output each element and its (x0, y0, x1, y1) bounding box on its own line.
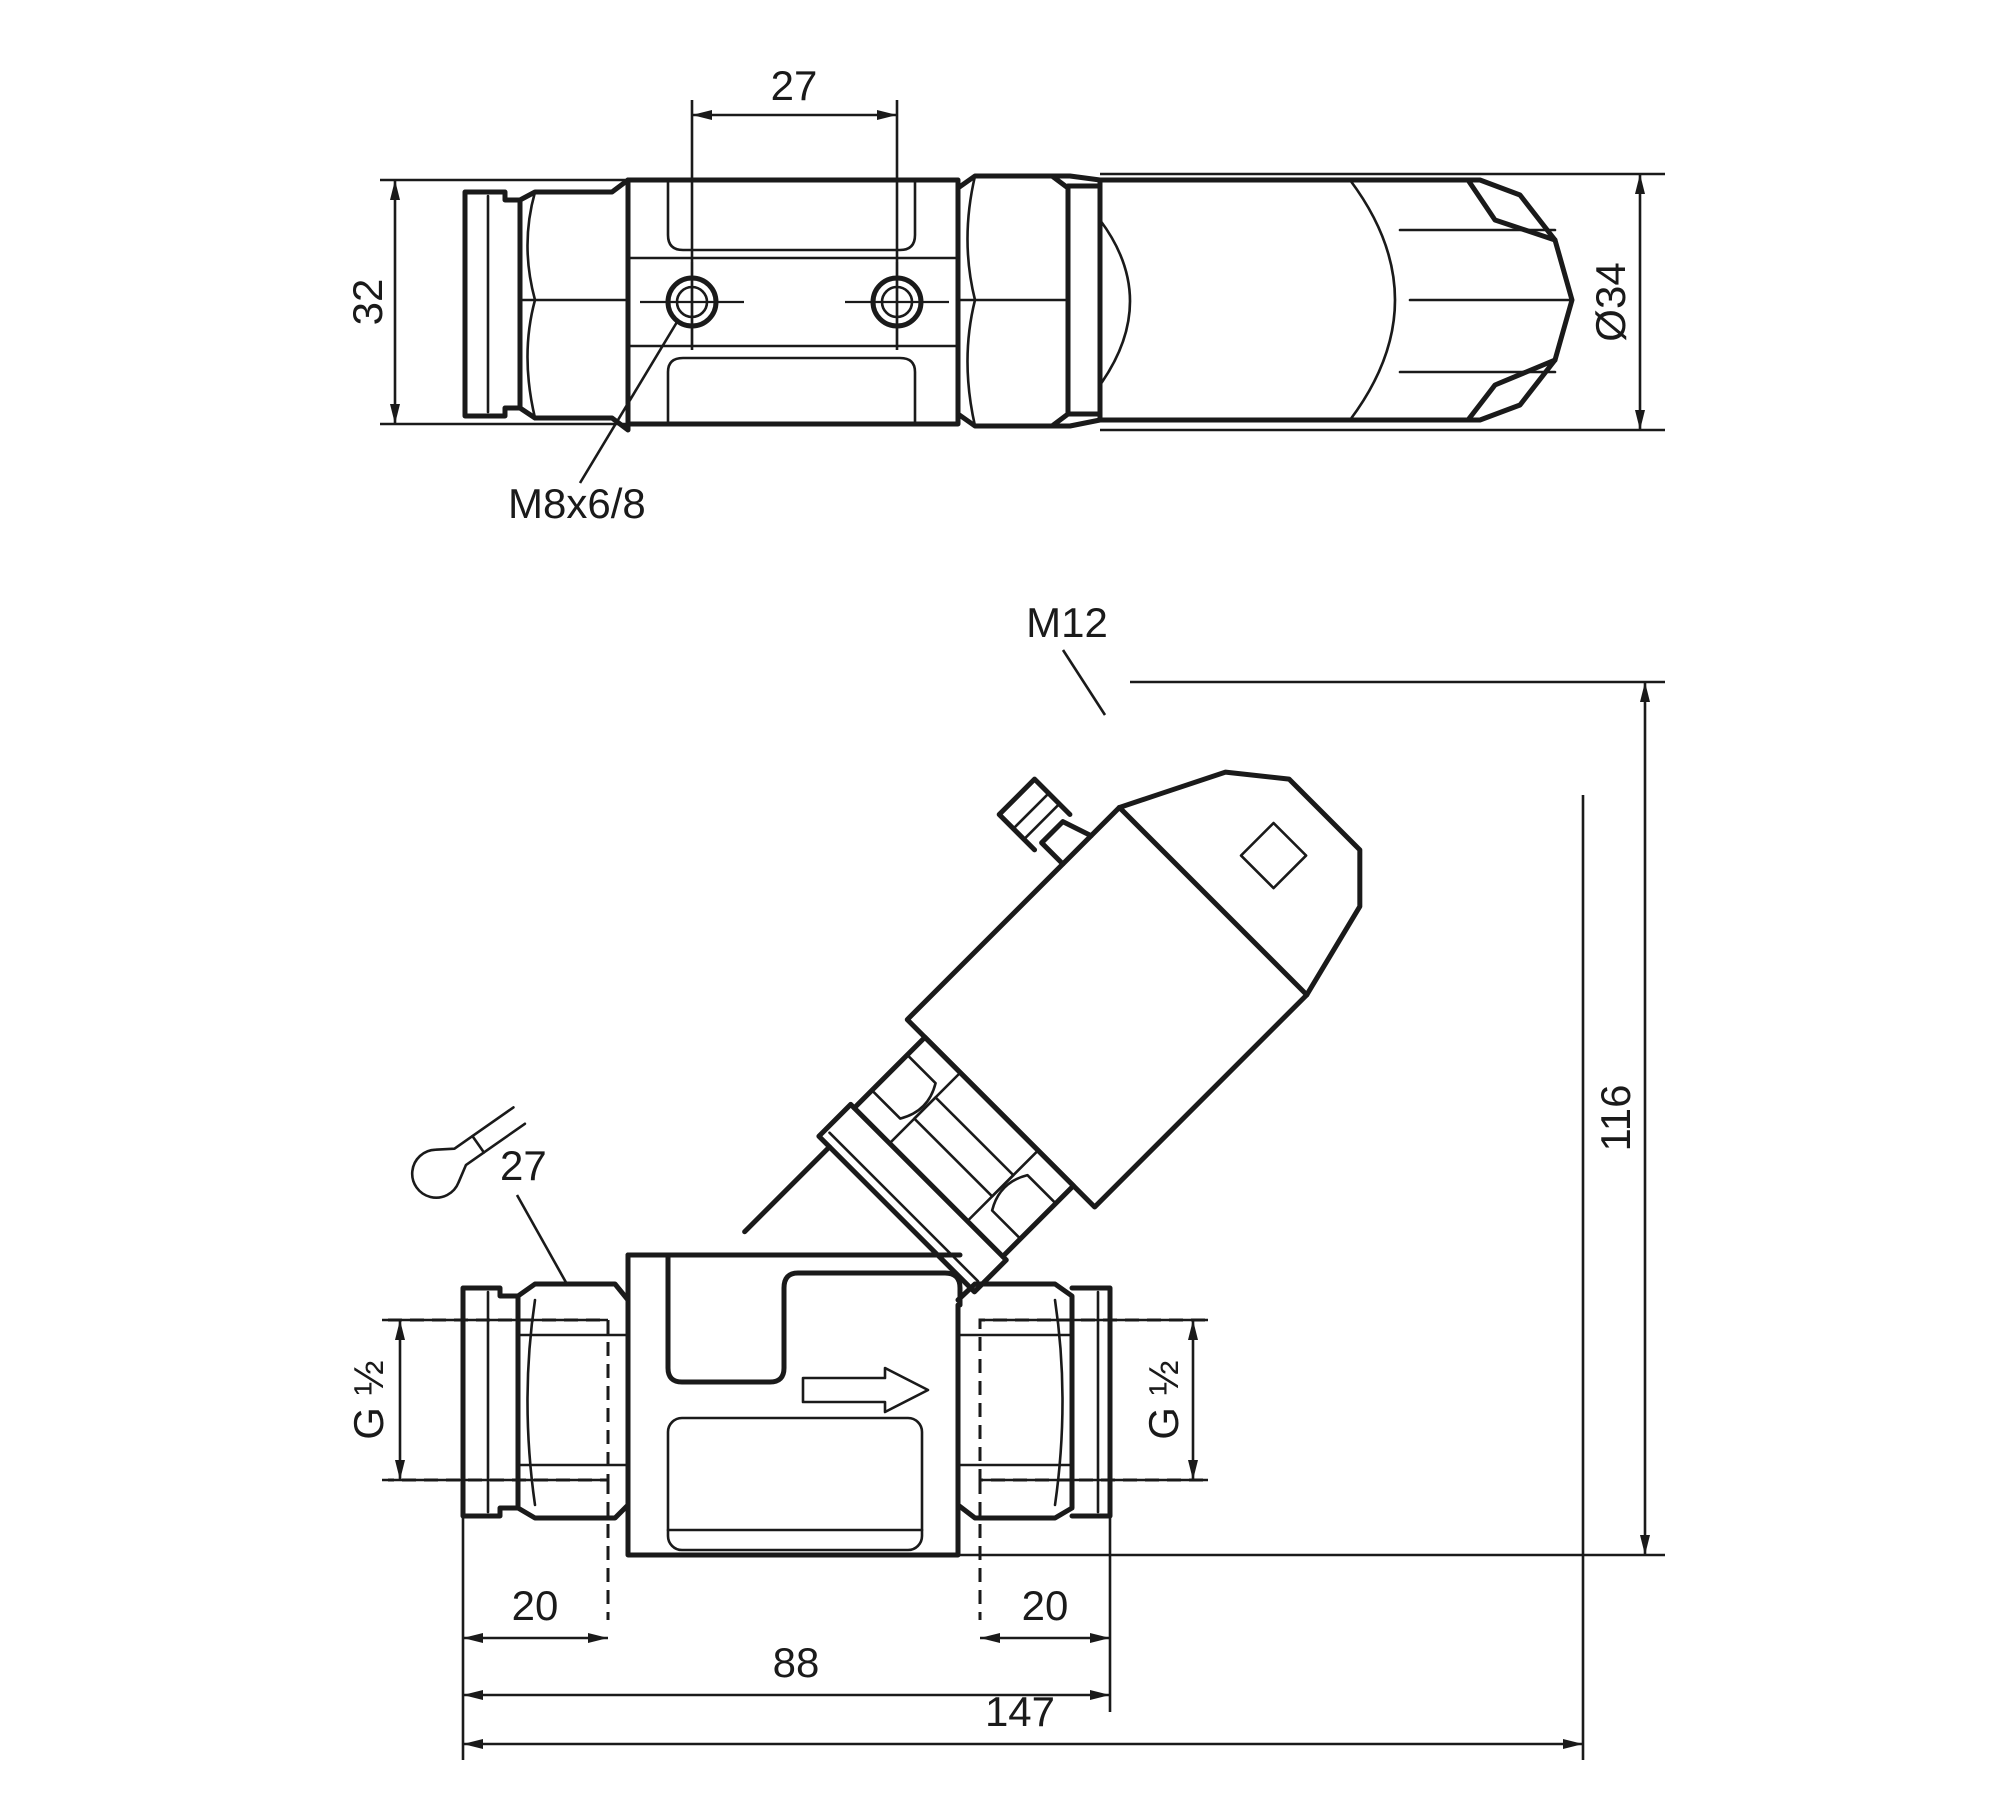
dim-length-body: 88 (773, 1639, 820, 1686)
wrench-icon (410, 1106, 527, 1199)
side-view: 27 M12 G ½ G ½ 20 20 88 147 (345, 599, 1665, 1760)
label-connector: M12 (1026, 599, 1108, 646)
dim-top-diameter: Ø34 (1587, 262, 1634, 341)
top-view: 27 32 Ø34 M8x6/8 (344, 62, 1665, 527)
label-top-thread: M8x6/8 (508, 480, 646, 527)
dim-height-total: 116 (1592, 1085, 1639, 1152)
label-wrench-size: 27 (500, 1142, 547, 1189)
label-thread-right: G ½ (1140, 1360, 1187, 1439)
dim-depth-left: 20 (512, 1582, 559, 1629)
dim-top-height: 32 (344, 279, 391, 326)
flow-arrow-icon (801, 1366, 930, 1414)
dim-depth-right: 20 (1022, 1582, 1069, 1629)
label-thread-left: G ½ (345, 1360, 392, 1439)
dim-length-total: 147 (985, 1688, 1055, 1735)
dim-top-width: 27 (771, 62, 818, 109)
